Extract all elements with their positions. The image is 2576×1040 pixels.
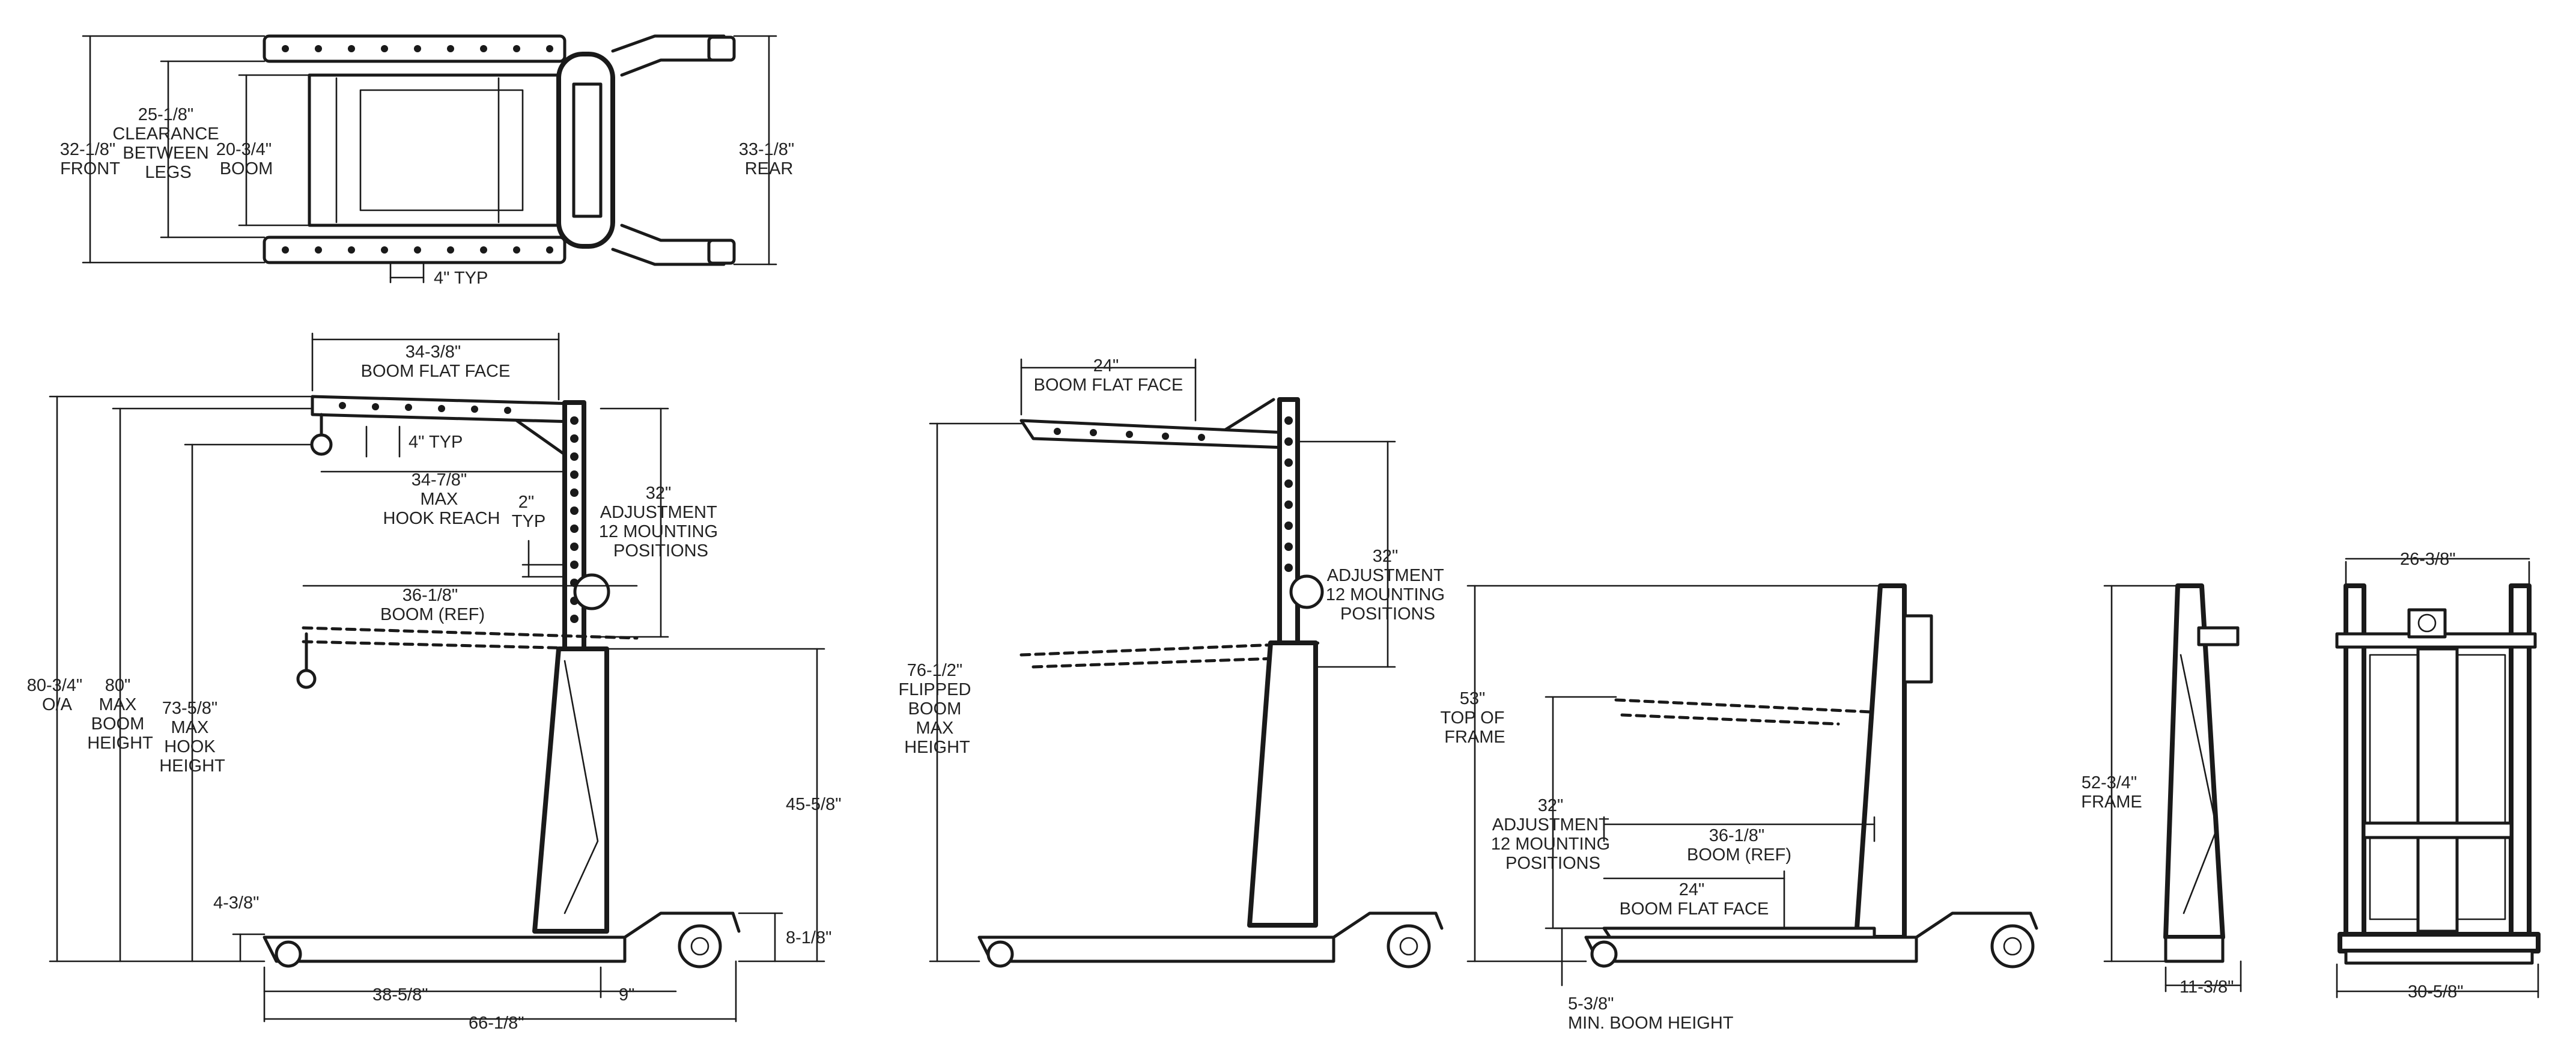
frame-side-view: 52-3/4" FRAME 11-3/8"	[2081, 583, 2242, 997]
stowed-min-boom-height-label: 5-3/8" MIN. BOOM HEIGHT	[1568, 994, 1734, 1033]
side-view: 34-3/8" BOOM FLAT FACE 4" TYP 34-7/8" MA…	[27, 332, 842, 1033]
side-overall-height-label: 80-3/4" O/A	[27, 676, 88, 714]
top-view: 32-1/8" FRONT 25-1/8" CLEARANCE BETWEEN …	[60, 34, 800, 288]
stowed-view: 53" TOP OF FRAME 32" ADJUSTMENT 12 MOUNT…	[1441, 583, 2038, 1033]
stowed-frame	[1854, 583, 1907, 940]
rear-mast	[2416, 647, 2459, 933]
flipped-winch	[1289, 574, 1324, 609]
top-hole-spacing-label: 4" TYP	[434, 269, 488, 288]
top-rear-leg-upper	[611, 34, 726, 77]
flipped-frame	[1247, 640, 1318, 928]
rear-base-width-label: 30-5/8"	[2408, 982, 2464, 1002]
rear-dimension-lines	[2336, 558, 2539, 999]
flipped-dimension-lines	[929, 358, 1396, 962]
side-mast-to-rear-label: 9"	[619, 985, 634, 1005]
top-rear-leg-lower	[611, 224, 726, 266]
top-boom-width-label: 20-3/4" BOOM	[216, 140, 277, 178]
side-mast-spacing-label: 2" TYP	[512, 493, 545, 531]
side-boom-ref-label: 36-1/8" BOOM (REF)	[380, 586, 485, 624]
side-base	[263, 935, 627, 963]
stowed-frame-top-label: 53" TOP OF FRAME	[1441, 689, 1510, 747]
side-boom-flat-face-label: 34-3/8" BOOM FLAT FACE	[361, 342, 511, 381]
flipped-adjustment-label: 32" ADJUSTMENT 12 MOUNTING POSITIONS	[1326, 547, 1450, 624]
top-boom-inner	[359, 89, 524, 211]
frame-side-dimension-lines	[2103, 585, 2242, 993]
side-front-wheel	[275, 940, 302, 968]
stowed-winch	[1903, 614, 1933, 684]
top-clearance-label: 25-1/8" CLEARANCE BETWEEN LEGS	[112, 105, 223, 182]
stowed-front-wheel	[1590, 940, 1618, 968]
side-max-boom-height-label: 80" MAX BOOM HEIGHT	[87, 676, 153, 753]
rear-view: 26-3/8" 30-5/8"	[2335, 550, 2541, 1002]
top-dimension-lines	[82, 35, 777, 284]
frame-depth-label: 11-3/8"	[2180, 978, 2234, 997]
side-front-to-mast-label: 38-5/8"	[372, 985, 428, 1005]
flipped-boom-raised	[1019, 419, 1287, 449]
side-overall-length-label: 66-1/8"	[469, 1014, 524, 1033]
side-rear-height-label: 8-1/8"	[786, 928, 831, 947]
side-hole-spacing-label: 4" TYP	[409, 433, 463, 452]
top-boom-frame	[308, 73, 579, 227]
stowed-boom-upper	[1614, 698, 1873, 714]
side-front-leg-label: 4-3/8"	[213, 893, 259, 913]
side-boom-lowered	[302, 626, 639, 640]
stowed-rear-wheel	[1990, 924, 2035, 969]
side-max-hook-height-label: 73-5/8" MAX HOOK HEIGHT	[159, 699, 225, 776]
flipped-rear-wheel	[1387, 924, 1431, 969]
top-front-width-label: 32-1/8" FRONT	[60, 140, 121, 178]
stowed-adjustment-label: 32" ADJUSTMENT 12 MOUNTING POSITIONS	[1491, 796, 1615, 873]
frame-height-label: 52-3/4" FRAME	[2081, 773, 2142, 812]
flipped-boom-flat-face-label: 24" BOOM FLAT FACE	[1034, 356, 1183, 395]
side-dimension-lines	[49, 332, 825, 1023]
flipped-base	[977, 935, 1335, 963]
side-winch	[573, 573, 610, 610]
flipped-front-wheel	[986, 940, 1014, 968]
side-adjustment-label: 32" ADJUSTMENT 12 MOUNTING POSITIONS	[599, 484, 723, 561]
rear-base	[2338, 932, 2541, 953]
stowed-dimension-lines	[1466, 585, 1882, 987]
stowed-boom-flat-face-label: 24" BOOM FLAT FACE	[1620, 880, 1769, 919]
top-rear-width-label: 33-1/8" REAR	[739, 140, 800, 178]
side-rear-wheel	[678, 924, 722, 969]
rear-top-width-label: 26-3/8"	[2400, 550, 2456, 569]
flipped-view: 24" BOOM FLAT FACE 76-1/2" FLIPPED BOOM …	[899, 356, 1450, 969]
stowed-base	[1584, 935, 1918, 963]
side-hook-raised	[310, 433, 333, 456]
flipped-height-label: 76-1/2" FLIPPED BOOM MAX HEIGHT	[899, 661, 976, 757]
stowed-boom-ref-label: 36-1/8" BOOM (REF)	[1687, 826, 1791, 865]
side-pivot-height-label: 45-5/8"	[786, 795, 842, 814]
side-max-reach-label: 34-7/8" MAX HOOK REACH	[383, 470, 500, 528]
